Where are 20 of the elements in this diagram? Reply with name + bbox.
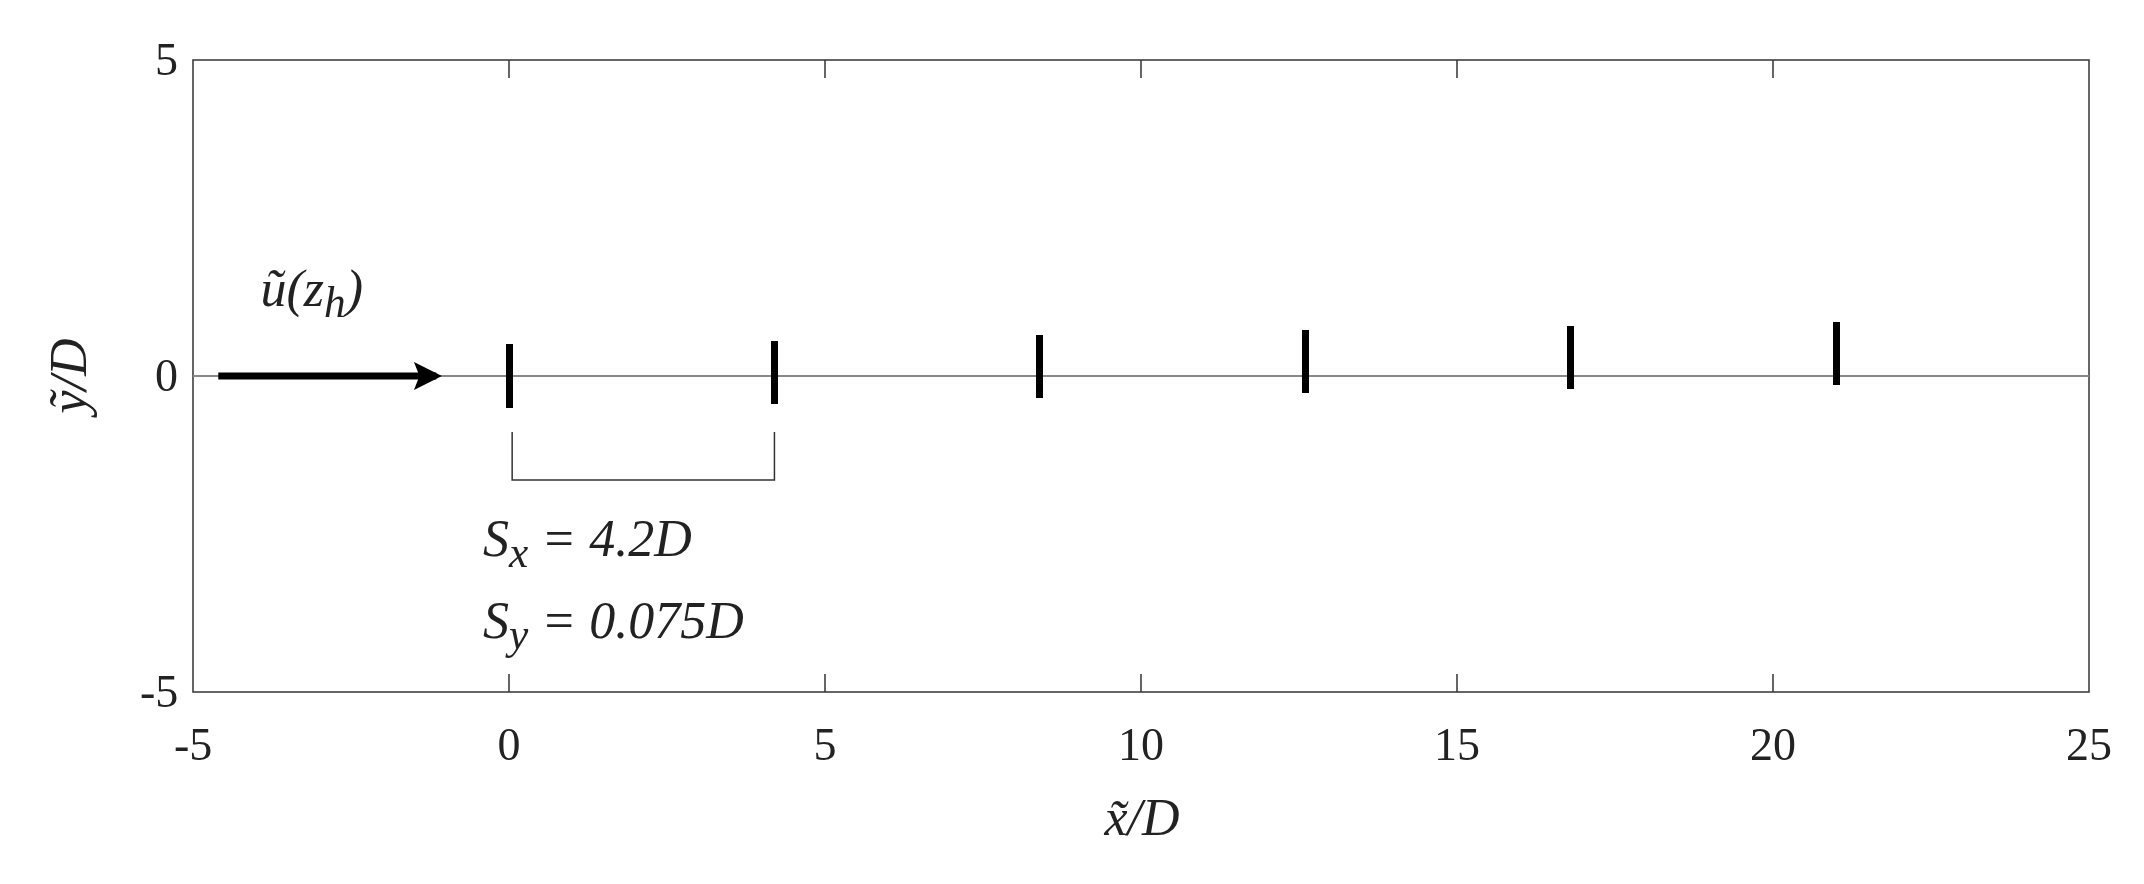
- turbine-bar: [1567, 326, 1575, 390]
- tick-label: 0: [155, 353, 178, 399]
- tick-label: -5: [140, 669, 179, 715]
- turbine-bar: [770, 340, 778, 404]
- tick-label: 5: [155, 37, 178, 83]
- turbine-bar: [1301, 329, 1309, 394]
- tick-label: 15: [1434, 722, 1480, 768]
- tick-label: -5: [174, 722, 213, 768]
- tick-label: 0: [497, 722, 521, 768]
- tick-label: 10: [1118, 722, 1164, 768]
- tick-label: 5: [813, 722, 837, 768]
- arrow-label: ũ(z$_{h}$): [260, 263, 364, 325]
- turbine-bar: [505, 344, 513, 408]
- turbine-bar: [1036, 334, 1044, 399]
- tick-label: 20: [1750, 722, 1796, 768]
- turbine-bar: [1832, 321, 1840, 385]
- axis-title: x̃/D: [1104, 792, 1180, 844]
- annotation: S$_{y}$ = 0.075D: [483, 595, 744, 657]
- annotation: S$_{x}$ = 4.2D: [483, 513, 692, 575]
- tick-label: 25: [2066, 722, 2112, 768]
